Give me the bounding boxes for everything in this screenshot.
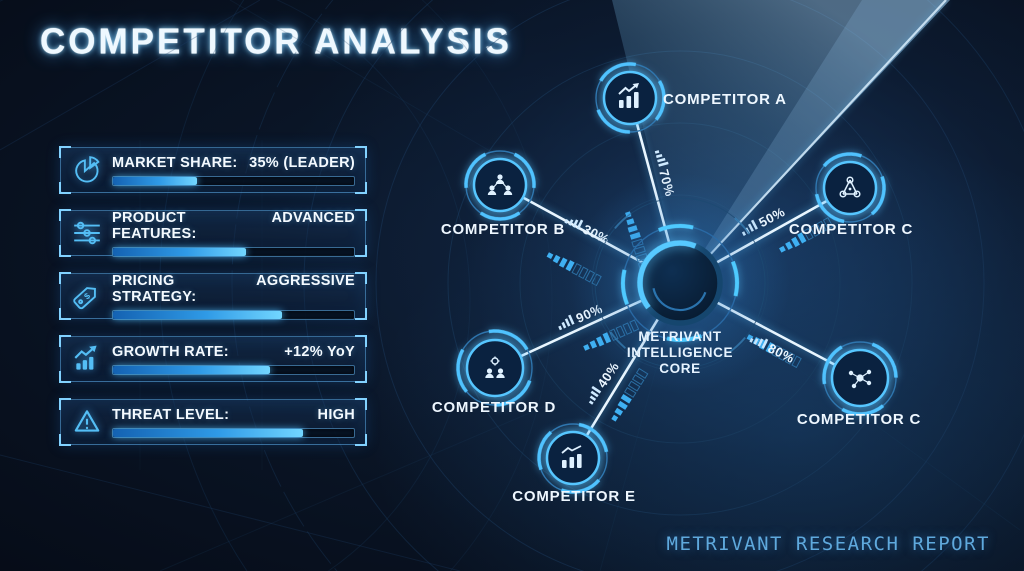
metric-value: AGGRESSIVE [256,272,355,289]
competitor-node-c2[interactable]: COMPETITOR C [797,332,921,428]
signal-bars-icon [654,150,669,167]
progress-bar [112,427,355,438]
metric-label: GROWTH RATE: [112,343,229,360]
growth-trend-icon [67,343,107,375]
metric-label: PRODUCT FEATURES: [112,209,197,242]
metric-row-threat-level[interactable]: THREAT LEVEL: HIGH [59,398,367,446]
page-title: COMPETITOR ANALYSIS [40,21,512,62]
metric-row-growth-rate[interactable]: GROWTH RATE: +12% YoY [59,335,367,383]
signal-bars-icon [558,314,575,331]
progress-fill [113,365,270,374]
metric-value: 35% (LEADER) [249,154,355,171]
metric-value: HIGH [317,406,355,423]
competitor-node-e[interactable]: COMPETITOR E [512,414,636,505]
svg-text:CORE: CORE [659,361,700,376]
sliders-icon [67,217,107,249]
progress-bar [112,364,355,375]
core-label: METRIVANT INTELLIGENCE CORE [627,329,733,376]
metric-row-market-share[interactable]: MARKET SHARE: 35% (LEADER) [59,146,367,194]
progress-fill [113,176,198,185]
svg-text:METRIVANT: METRIVANT [638,329,721,344]
progress-bar [112,309,355,320]
team-gear-icon [485,356,505,378]
signal-bars-icon [564,219,584,230]
metric-label: THREAT LEVEL: [112,406,230,423]
pie-chart-icon [67,154,107,186]
progress-fill [113,310,282,319]
competitor-node-d[interactable]: COMPETITOR D [432,321,556,416]
metric-label: PRICING STRATEGY: [112,272,197,305]
svg-text:INTELLIGENCE: INTELLIGENCE [627,345,733,360]
metric-value: +12% YoY [284,343,355,360]
metric-row-product-features[interactable]: PRODUCT FEATURES: ADVANCED [59,209,367,257]
metric-panel: MARKET SHARE: 35% (LEADER) PRODUCT F [59,146,367,446]
node-label: COMPETITOR C [797,411,921,428]
signal-bars-icon [588,385,602,405]
org-team-icon [487,174,513,195]
bar-chart-icon [561,445,582,468]
progress-fill [113,247,246,256]
node-label: COMPETITOR B [441,221,565,238]
report-footer: METRIVANT RESEARCH REPORT [666,533,990,555]
competitor-node-b[interactable]: COMPETITOR B [441,138,565,238]
progress-bar [112,175,355,186]
competitor-node-a[interactable]: COMPETITOR A [584,52,787,145]
metric-label: MARKET SHARE: [112,154,238,171]
node-label: COMPETITOR D [432,399,556,416]
warning-triangle-icon [67,406,107,438]
metric-value: ADVANCED [271,209,355,226]
molecule-icon [839,176,861,198]
price-tag-icon: $ [67,280,107,312]
bar-chart-icon [618,83,639,108]
cluster-icon [848,369,872,389]
progress-bar [112,246,355,257]
metric-row-pricing-strategy[interactable]: $ PRICING STRATEGY: AGGRESSIVE [59,272,367,320]
node-label: COMPETITOR E [512,488,636,505]
core-node[interactable]: METRIVANT INTELLIGENCE CORE [560,163,800,403]
node-label: COMPETITOR C [789,221,913,238]
progress-fill [113,428,304,437]
competitor-node-c1[interactable]: COMPETITOR C [789,149,913,238]
node-label: COMPETITOR A [663,91,787,108]
svg-text:$: $ [82,291,92,302]
